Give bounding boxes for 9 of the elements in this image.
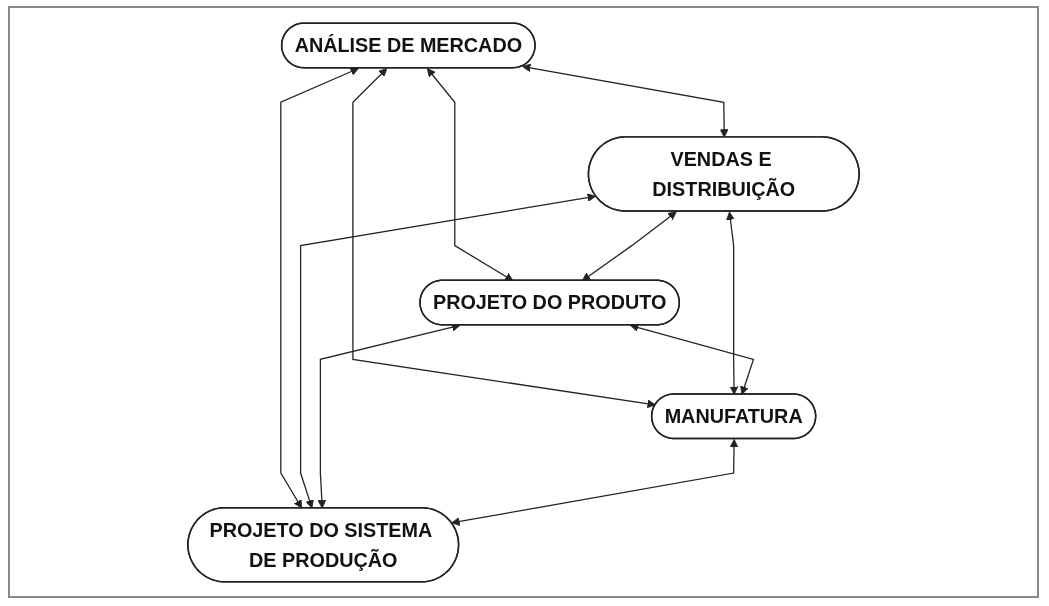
arrow <box>726 211 739 395</box>
arrow <box>352 67 656 408</box>
arrow <box>451 438 739 526</box>
arrow <box>280 66 359 509</box>
arrow <box>299 192 596 509</box>
arrow <box>426 67 514 281</box>
arrow <box>522 63 729 138</box>
arrow <box>581 210 677 281</box>
flow-diagram: ANÁLISE DE MERCADO VENDAS E DISTRIBUIÇÃO PROJETO DO PRODUTO MANUFATURA PROJETO DO SISTEMA DE PRODUÇÃO <box>180 14 867 590</box>
